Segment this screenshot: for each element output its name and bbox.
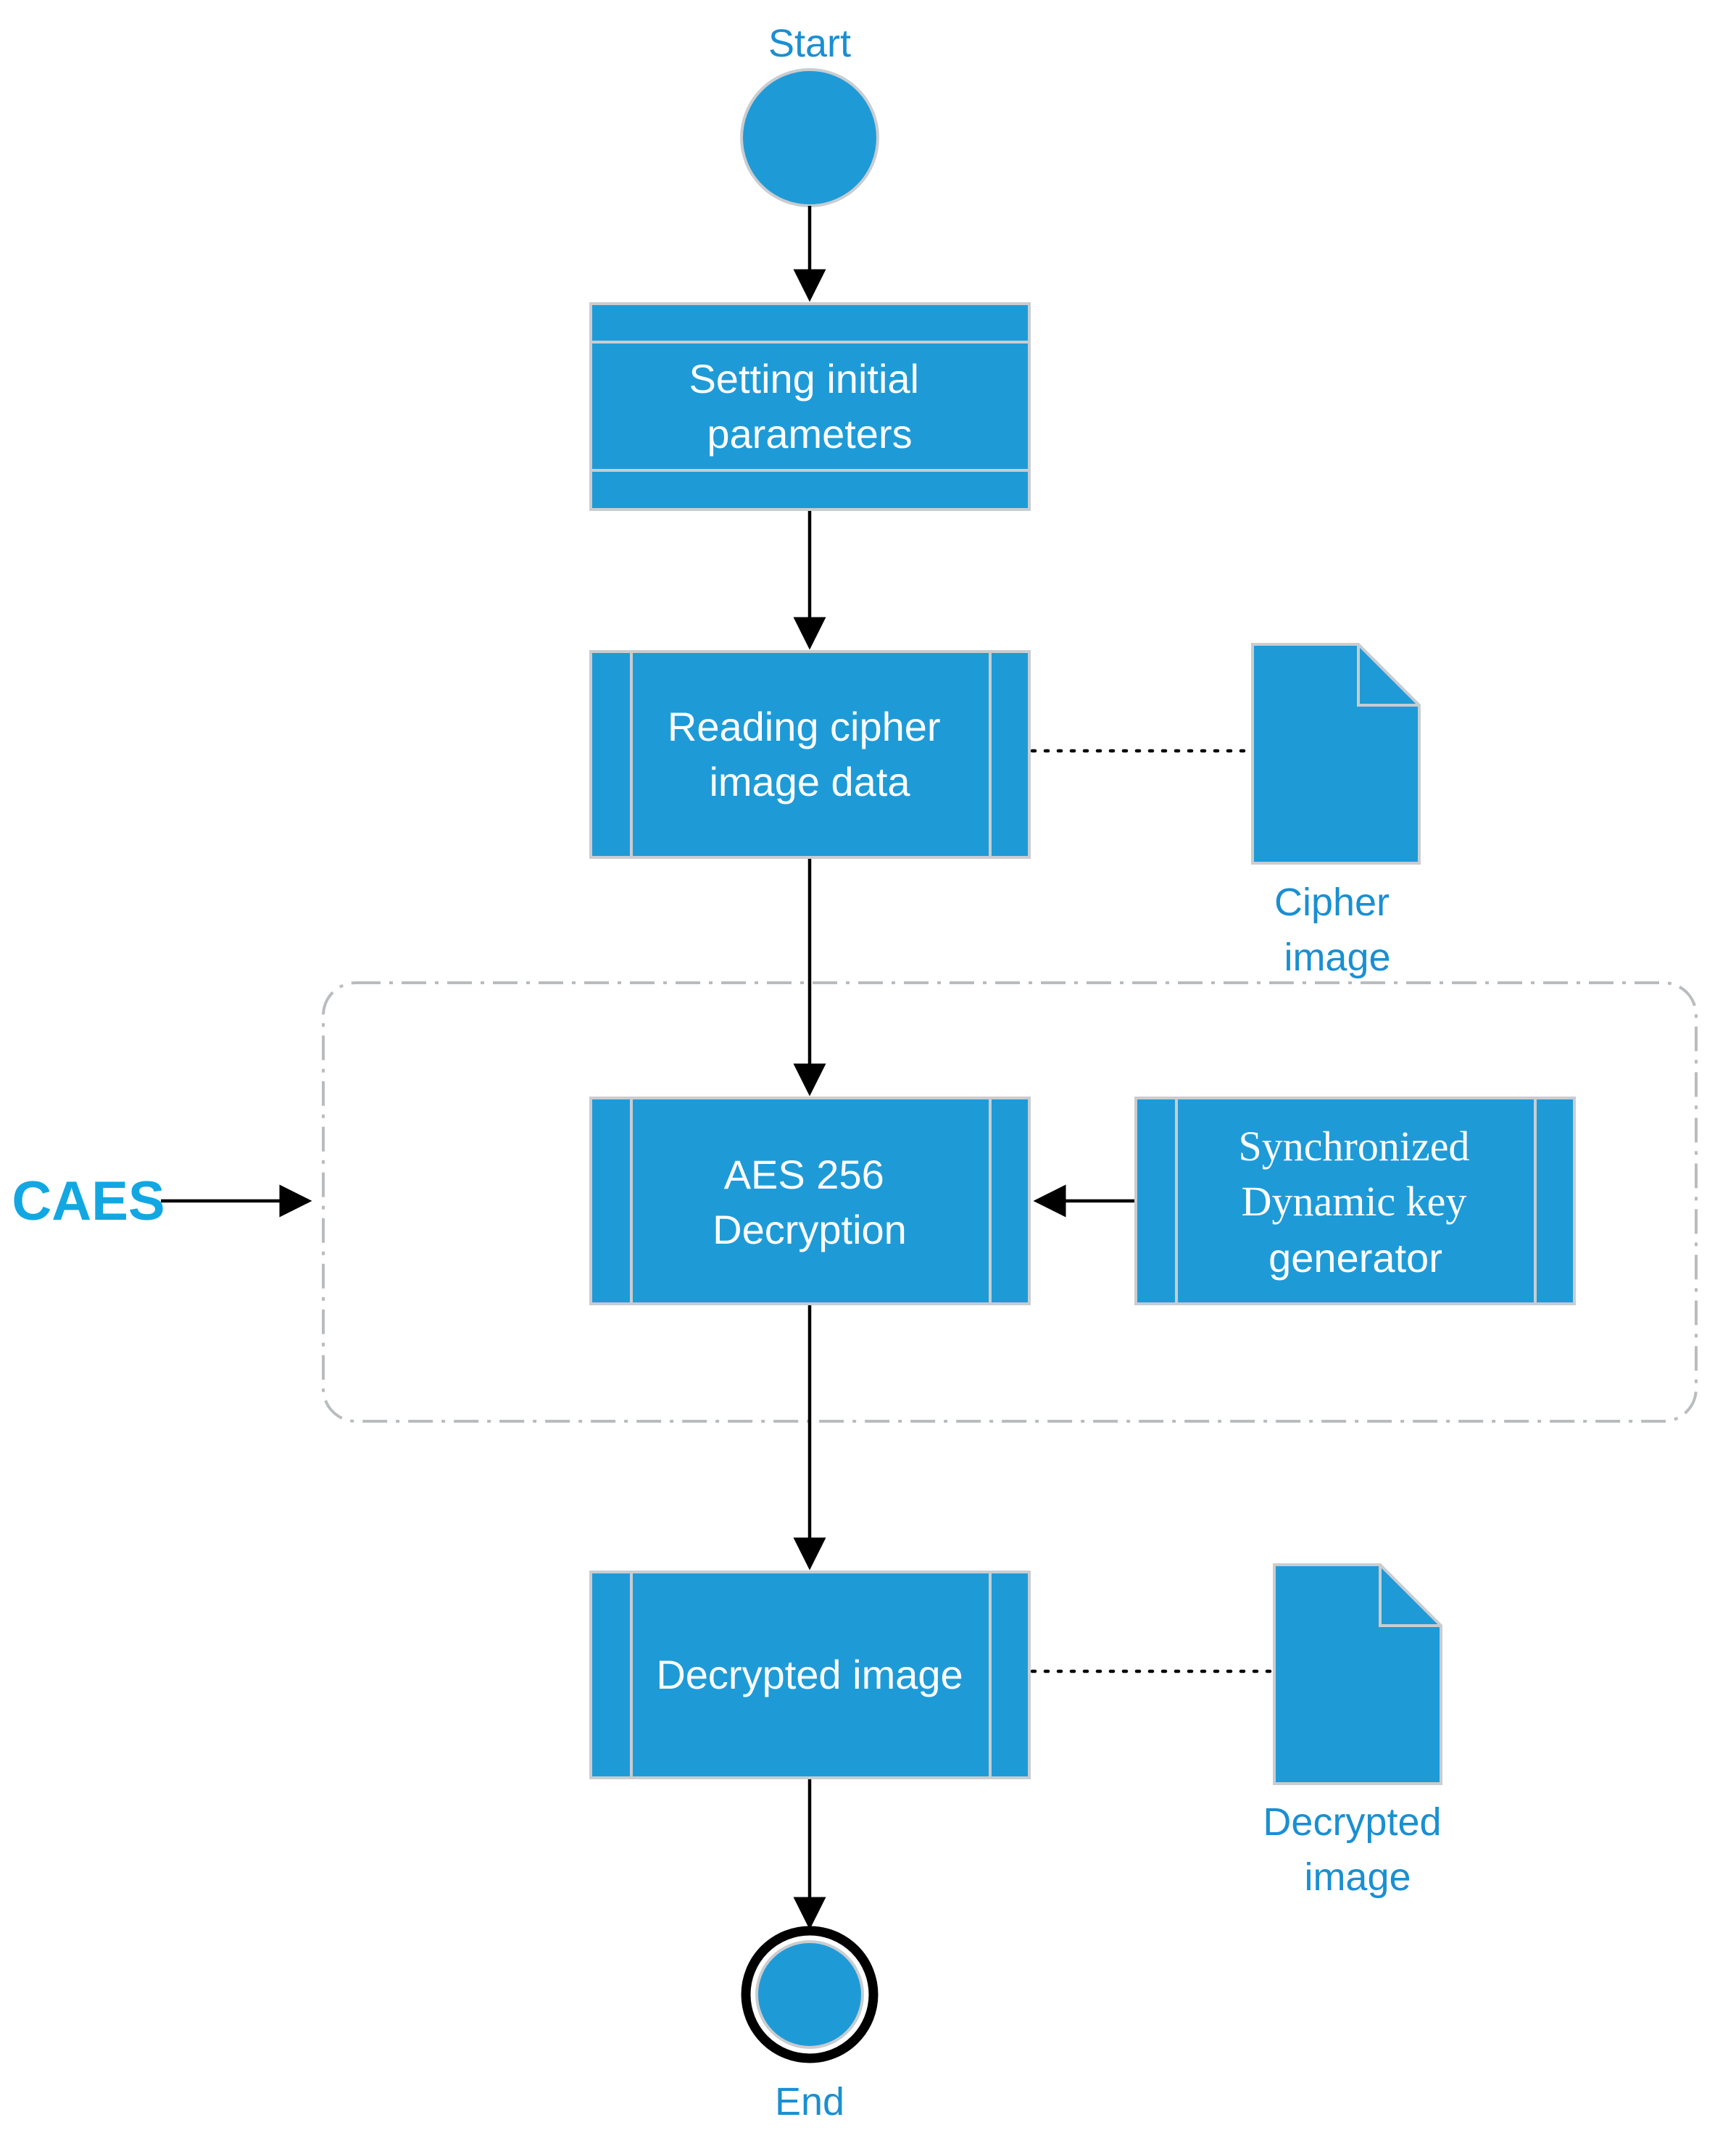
document-decrypted-image[interactable] xyxy=(1273,1563,1442,1785)
svg-text:Decrypted image: Decrypted image xyxy=(1263,1800,1452,1899)
start-label: Start xyxy=(768,22,851,65)
svg-text:Setting initial paramete: Setting initial parameters xyxy=(689,356,930,457)
document-label-line: image xyxy=(1284,936,1390,979)
node-aes-256-decryption[interactable]: AES 256 Decryption xyxy=(589,1097,1031,1305)
svg-text:AES 256 Decryption: AES 256 Decryption xyxy=(713,1152,907,1252)
node-label-line: Reading cipher xyxy=(668,704,941,749)
node-label-line: Setting initial xyxy=(689,356,919,402)
document-label-line: Cipher xyxy=(1274,881,1390,924)
svg-text:Decrypted image: Decrypted image xyxy=(656,1652,963,1697)
node-label-line: Dynamic key xyxy=(1242,1178,1467,1225)
node-label-line: image data xyxy=(709,759,910,804)
document-label-line: Decrypted xyxy=(1263,1800,1441,1844)
node-label-line: AES 256 xyxy=(724,1152,884,1197)
node-label-line: parameters xyxy=(707,411,912,457)
document-cipher-image[interactable] xyxy=(1251,643,1421,865)
document-icon xyxy=(1251,643,1421,865)
node-label-line: Decrypted image xyxy=(656,1652,963,1697)
document-icon xyxy=(1273,1563,1442,1785)
document-label-line: image xyxy=(1304,1855,1411,1899)
node-reading-cipher-image-data[interactable]: Reading cipher image data xyxy=(589,650,1031,859)
svg-text:Reading cipher image dat: Reading cipher image data xyxy=(668,704,952,804)
svg-text:Synchronized Dynamic key: Synchronized Dynamic key generator xyxy=(1239,1123,1473,1281)
caes-label: CAES xyxy=(12,1170,165,1232)
end-node[interactable] xyxy=(741,1926,879,2063)
node-label-line: generator xyxy=(1268,1235,1442,1281)
node-label-line: Synchronized xyxy=(1239,1123,1470,1170)
end-label: End xyxy=(775,2080,844,2124)
node-label-line: Decryption xyxy=(713,1207,907,1252)
node-setting-initial-parameters[interactable]: Setting initial parameters xyxy=(589,302,1031,511)
node-synchronized-dynamic-key-generator[interactable]: Synchronized Dynamic key generator xyxy=(1134,1097,1576,1305)
node-decrypted-image[interactable]: Decrypted image xyxy=(589,1571,1031,1779)
svg-text:Cipher image: Cipher image xyxy=(1274,881,1400,979)
caes-region xyxy=(322,981,1698,1423)
start-node[interactable] xyxy=(740,68,879,207)
